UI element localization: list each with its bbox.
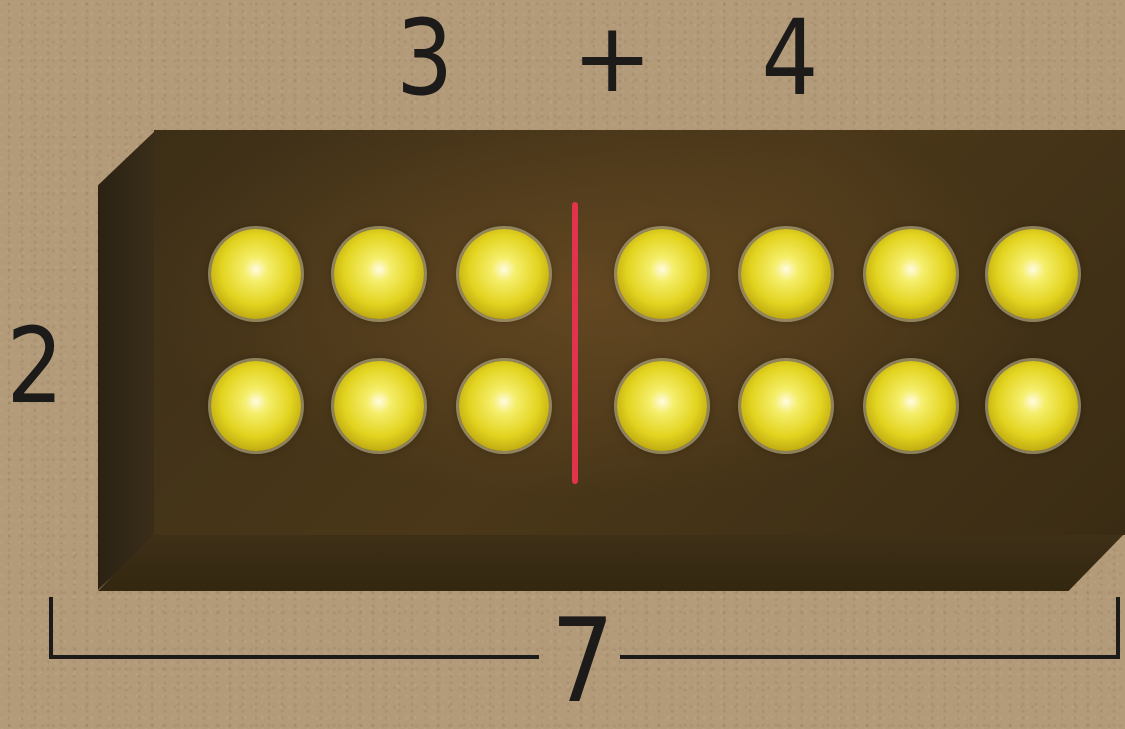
tray-bottom-face: [98, 533, 1125, 591]
tray-side-face: [98, 130, 156, 590]
bracket-right-tick: [1116, 597, 1120, 659]
ball-right-group: [866, 229, 956, 319]
ball-right-group: [741, 229, 831, 319]
ball-left-group: [459, 361, 549, 451]
plus-operator-label: +: [572, 10, 642, 106]
bracket-left-rule: [49, 655, 539, 659]
total-count-label: 7: [551, 604, 611, 720]
ball-right-group: [988, 229, 1078, 319]
ball-left-group: [211, 229, 301, 319]
bracket-left-tick: [49, 597, 53, 659]
ball-left-group: [334, 229, 424, 319]
right-addend-label: 4: [760, 6, 820, 110]
ball-left-group: [334, 361, 424, 451]
bracket-right-rule: [620, 655, 1120, 659]
ball-left-group: [211, 361, 301, 451]
left-addend-label: 3: [396, 6, 448, 110]
ball-right-group: [741, 361, 831, 451]
ball-right-group: [617, 361, 707, 451]
tray-top-face: [154, 130, 1125, 535]
rows-count-label: 2: [5, 314, 65, 418]
ball-right-group: [988, 361, 1078, 451]
group-divider-line: [572, 202, 578, 484]
ball-left-group: [459, 229, 549, 319]
ball-right-group: [866, 361, 956, 451]
ball-right-group: [617, 229, 707, 319]
